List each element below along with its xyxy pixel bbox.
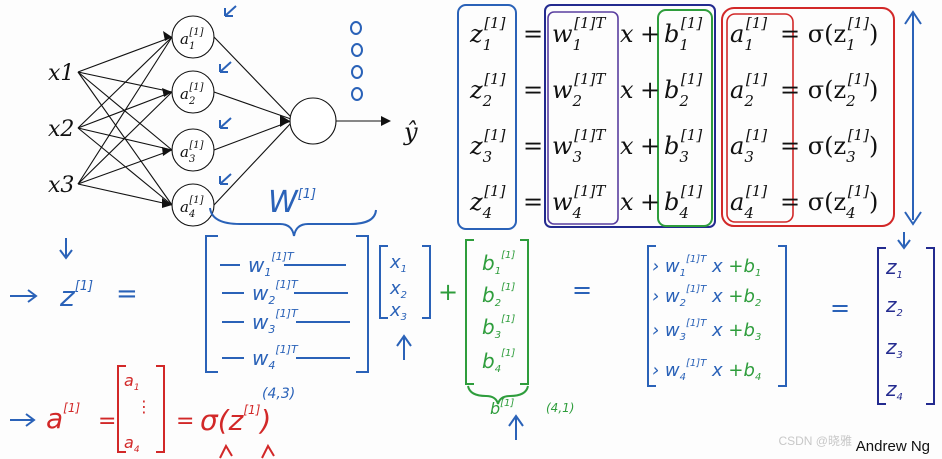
eq-a-1: a1[1] bbox=[730, 14, 767, 54]
eq-b-1: b1[1] bbox=[664, 14, 702, 54]
b-col-1: b1[1] bbox=[482, 250, 515, 277]
w-row-4: w4[1]T bbox=[252, 343, 299, 372]
eq-plus-3: + bbox=[640, 132, 660, 160]
x-col-3: x3 bbox=[389, 300, 407, 323]
x-col-1: x1 bbox=[389, 252, 407, 275]
output-yhat: ŷ bbox=[403, 118, 418, 146]
eq-equals-4: = bbox=[523, 188, 543, 216]
result-row-4: › w4[1]T x +b4 bbox=[652, 358, 761, 383]
hidden-label-3: a3[1] bbox=[180, 140, 204, 165]
w-row-2: w2[1]T bbox=[252, 278, 299, 307]
wx-column-box bbox=[544, 4, 716, 228]
eq-plus-4: + bbox=[640, 188, 660, 216]
b-col-2: b2[1] bbox=[482, 282, 515, 309]
a-col-bottom: a4 bbox=[124, 433, 140, 455]
eq-sigma-3: = σ(z3[1]) bbox=[780, 126, 878, 166]
network-diagram bbox=[77, 15, 384, 227]
input-x2: x2 bbox=[48, 117, 74, 142]
eq-plus-1: + bbox=[640, 20, 660, 48]
input-x1: x1 bbox=[48, 61, 74, 86]
eq-equals-2: = bbox=[523, 76, 543, 104]
b-col-4: b4[1] bbox=[482, 348, 515, 375]
result-row-1: › w1[1]T x +b1 bbox=[652, 254, 761, 279]
result-row-3: › w3[1]T x +b3 bbox=[652, 318, 761, 343]
z-col-4: z4 bbox=[885, 377, 903, 403]
eq-row-3: z3[1] bbox=[469, 126, 506, 166]
z-column-box bbox=[457, 4, 517, 230]
b-col-3: b3[1] bbox=[482, 314, 515, 341]
equation-block: z1[1] = aw1[1]T x + b1[1] a1[1] = σ(z1[1… bbox=[457, 4, 922, 230]
eq-row-4: z4[1] bbox=[469, 182, 506, 222]
z1-label: z[1] bbox=[59, 279, 93, 313]
b-label: b[1] bbox=[490, 398, 514, 418]
plus-sign: + bbox=[438, 278, 458, 306]
a1-equals: = bbox=[98, 409, 116, 434]
a-col-dots: ⋮ bbox=[136, 397, 152, 416]
result-rows: › w1[1]T x +b1 › w2[1]T x +b2 › w3[1]T x… bbox=[652, 254, 761, 383]
eq-sigma-4: = σ(z4[1]) bbox=[780, 182, 878, 222]
hidden-label-4: a4[1] bbox=[180, 195, 204, 220]
eq-a-3: a3[1] bbox=[730, 126, 767, 166]
eq-b-2: b2[1] bbox=[664, 70, 702, 110]
b-dims: (4,1) bbox=[546, 401, 574, 415]
eq-a-2: a2[1] bbox=[730, 70, 767, 110]
equals-sign-2: = bbox=[572, 276, 592, 304]
eq-x-1: x bbox=[620, 20, 634, 48]
input-x3: x3 bbox=[48, 173, 74, 198]
equals-sign-3: = bbox=[830, 294, 850, 322]
eq-x-3: x bbox=[620, 132, 634, 160]
eq-x-2: x bbox=[620, 76, 634, 104]
eq-sigma-2: = σ(z2[1]) bbox=[780, 70, 878, 110]
node-tick-marks bbox=[219, 5, 363, 185]
eq-row-1: z1[1] bbox=[469, 14, 506, 54]
z-col-2: z2 bbox=[885, 293, 903, 319]
W-label: W[1] bbox=[268, 185, 316, 220]
eq-x-4: x bbox=[620, 188, 634, 216]
watermark: CSDN @晓雅 bbox=[778, 434, 852, 448]
author-credit: Andrew Ng bbox=[855, 438, 930, 455]
b-column-box bbox=[657, 9, 713, 227]
a-col-top: a1 bbox=[124, 371, 140, 393]
eq-row-2: z2[1] bbox=[469, 70, 506, 110]
eq-w-1: aw1[1]T bbox=[552, 14, 606, 54]
a1-equals-2: = bbox=[176, 409, 194, 434]
w-row-3: w3[1]T bbox=[252, 307, 299, 336]
eq-equals-3: = bbox=[523, 132, 543, 160]
eq-b-4: b4[1] bbox=[664, 182, 702, 222]
result-row-2: › w2[1]T x +b2 bbox=[652, 284, 761, 309]
eq-w-4: w4[1]T bbox=[552, 182, 606, 222]
sigma-expression: σ(z[1]) bbox=[200, 403, 271, 437]
x-col-2: x2 bbox=[389, 278, 407, 301]
z-col-1: z1 bbox=[885, 255, 903, 281]
hidden-node-labels: a1[1] a2[1] a3[1] a4[1] bbox=[180, 27, 204, 220]
eq-w-2: w2[1]T bbox=[552, 70, 606, 110]
w-column-box bbox=[547, 11, 619, 225]
z-col-3: z3 bbox=[885, 335, 903, 361]
z1-equals: = bbox=[116, 279, 138, 309]
hidden-label-2: a2[1] bbox=[180, 82, 204, 107]
a1-label: a[1] bbox=[46, 401, 80, 435]
eq-a-4: a4[1] bbox=[730, 182, 767, 222]
eq-b-3: b3[1] bbox=[664, 126, 702, 166]
handwritten-notes: W[1] z[1] = w1[1]T w2[1]T w3[1]T w4[1]T … bbox=[10, 185, 935, 459]
w-dims: (4,3) bbox=[262, 386, 295, 402]
eq-equals-1: = bbox=[523, 20, 543, 48]
hidden-label-1: a1[1] bbox=[180, 27, 204, 52]
eq-plus-2: + bbox=[640, 76, 660, 104]
eq-sigma-1: = σ(z1[1]) bbox=[780, 14, 878, 54]
eq-w-3: w3[1]T bbox=[552, 126, 606, 166]
w-row-1: w1[1]T bbox=[248, 250, 295, 279]
a-column-box bbox=[721, 7, 895, 227]
